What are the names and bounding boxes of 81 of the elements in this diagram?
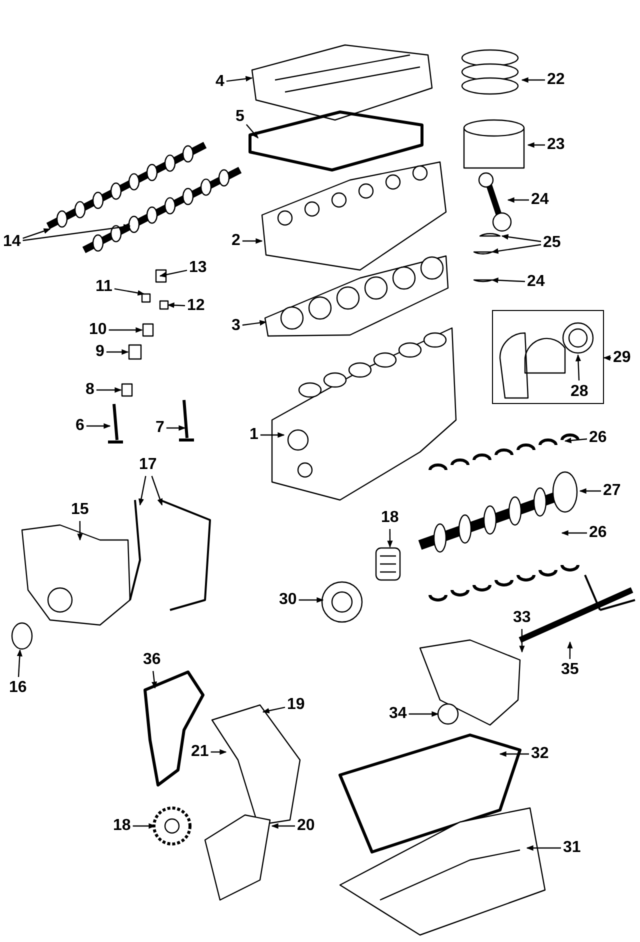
leader-line [387, 529, 393, 548]
callout-number: 32 [531, 745, 549, 763]
callout-number: 21 [191, 743, 209, 761]
callout-number: 19 [287, 696, 305, 714]
leader-line [132, 823, 156, 829]
callout-number: 33 [513, 609, 531, 627]
leader-line [561, 530, 587, 536]
leader-line [242, 320, 267, 326]
callout-number: 4 [216, 73, 224, 91]
callout-number: 30 [279, 591, 297, 609]
callout-number: 20 [297, 817, 315, 835]
callout-number: 23 [547, 136, 565, 154]
callout-number: 36 [143, 651, 161, 669]
leader-line [96, 387, 122, 393]
callout-number: 34 [389, 705, 407, 723]
callout-number: 18 [381, 509, 399, 527]
leader-line [491, 244, 542, 254]
leader-line [567, 641, 573, 659]
callout-number: 29 [613, 349, 631, 367]
callout-number: 24 [527, 273, 545, 291]
leader-line [22, 224, 131, 242]
leader-line [166, 425, 186, 431]
leader-line [527, 142, 545, 148]
callout-number: 22 [547, 71, 565, 89]
callout-number: 10 [89, 321, 107, 339]
callout-number: 18 [113, 817, 131, 835]
callout-number: 9 [96, 343, 104, 361]
callout-number: 35 [561, 661, 579, 679]
callout-number: 28 [570, 382, 588, 400]
leader-line [167, 302, 186, 308]
callout-number: 15 [71, 501, 89, 519]
leader-line [526, 845, 561, 851]
callout-number: 7 [156, 419, 164, 437]
callout-number: 26 [589, 524, 607, 542]
leader-line [564, 438, 588, 444]
callout-number: 5 [236, 108, 244, 126]
callout-number: 16 [9, 679, 27, 697]
leader-line [114, 288, 145, 296]
leader-line [260, 432, 285, 438]
leader-line [22, 228, 51, 239]
parts-group-frame [492, 310, 604, 404]
callout-number: 17 [139, 456, 157, 474]
leader-line [579, 488, 601, 494]
leader-line [521, 77, 545, 83]
leader-line [226, 76, 253, 82]
callout-number: 6 [76, 417, 84, 435]
leader-line [603, 355, 611, 361]
leader-line [210, 749, 227, 755]
callout-number: 31 [563, 839, 581, 857]
leader-line [246, 124, 258, 139]
leader-line [408, 711, 439, 717]
leader-line [108, 327, 143, 333]
leader-line [16, 649, 22, 678]
callout-number: 2 [232, 232, 240, 250]
callout-number: 1 [250, 426, 258, 444]
leader-line [151, 476, 163, 506]
callout-number: 27 [603, 482, 621, 500]
leader-line [501, 234, 542, 242]
leader-line [298, 597, 324, 603]
leader-line [262, 706, 286, 714]
leader-line [159, 270, 188, 278]
leader-line [152, 670, 158, 689]
callout-number: 8 [86, 381, 94, 399]
callout-number: 11 [96, 278, 112, 296]
leader-line [507, 197, 529, 203]
callout-number: 14 [3, 233, 21, 251]
leader-line [575, 354, 582, 381]
leader-line [519, 629, 525, 653]
callout-number: 24 [531, 191, 549, 209]
leader-line [106, 349, 129, 355]
leader-line [271, 823, 295, 829]
callout-number: 13 [189, 259, 207, 277]
callout-number: 25 [543, 234, 561, 252]
leader-line [242, 238, 263, 244]
leader-line [138, 476, 146, 506]
leader-line [86, 423, 111, 429]
leader-line [77, 521, 83, 541]
callout-number: 12 [187, 297, 205, 315]
callout-number: 26 [589, 429, 607, 447]
callout-number: 3 [232, 317, 240, 335]
leader-line [491, 278, 526, 284]
